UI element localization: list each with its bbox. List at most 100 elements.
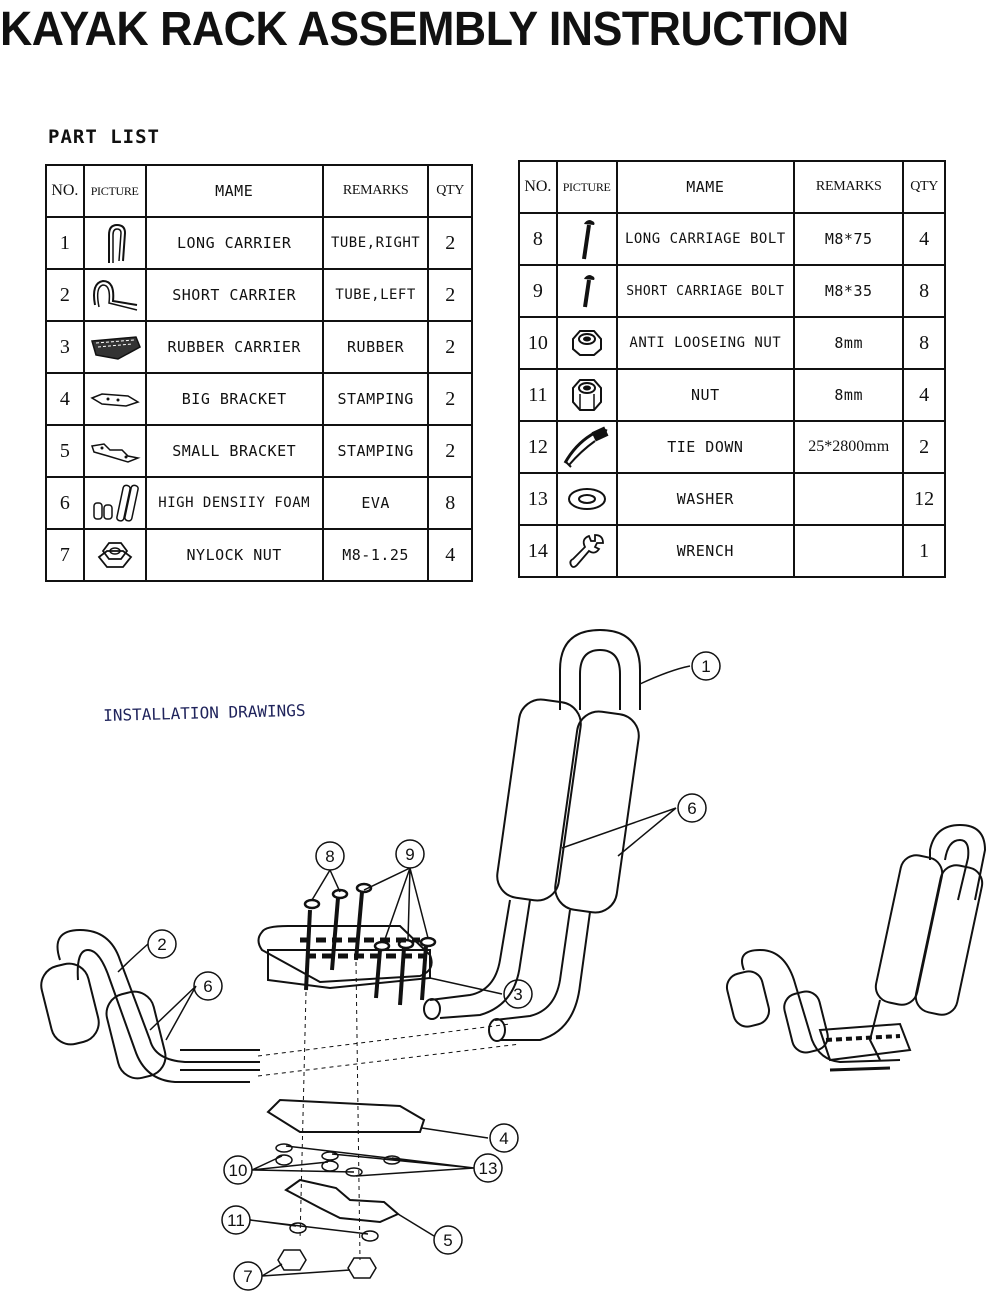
table-header-row: NO. PICTURE MAME REMARKS QTY [518,160,946,214]
long-bolt-icon [555,212,618,266]
part-remarks: M8-1.25 [321,528,430,582]
part-qty: 8 [427,476,473,530]
table-header-row: NO. PICTURE MAME REMARKS QTY [45,164,473,218]
part-number: 9 [518,264,558,318]
part-remarks: TUBE,RIGHT [321,216,430,270]
header-remarks: REMARKS [321,164,430,218]
header-qty: QTY [902,160,946,214]
callout-11: 11 [221,1205,369,1235]
header-no: NO. [45,164,85,218]
part-remarks: M8*35 [793,264,905,318]
big-bracket-icon [82,372,147,426]
table-row: 5 SMALL BRACKET STAMPING 2 [45,424,473,478]
header-qty: QTY [427,164,473,218]
part-name: TIE DOWN [615,420,796,474]
part-remarks: STAMPING [321,424,430,478]
table-row: 4 BIG BRACKET STAMPING 2 [45,372,473,426]
part-remarks: EVA [321,476,430,530]
part-remarks: M8*75 [793,212,905,266]
part-qty: 8 [902,264,946,318]
part-name: NUT [615,368,796,422]
part-number: 6 [45,476,85,530]
part-qty: 2 [902,420,946,474]
small-bracket-icon [82,424,147,478]
callout-1-text: 1 [701,657,710,676]
callout-6b-text: 6 [203,977,212,996]
callout-8-text: 8 [325,847,334,866]
part-qty: 1 [902,524,946,578]
short-carrier-icon [82,268,147,322]
part-number: 14 [518,524,558,578]
wrench-icon [555,524,618,578]
header-picture: PICTURE [555,160,618,214]
part-number: 7 [45,528,85,582]
page-title: KAYAK RACK ASSEMBLY INSTRUCTION [0,3,849,56]
part-qty: 2 [427,372,473,426]
table-row: 3 RUBBER CARRIER RUBBER 2 [45,320,473,374]
nut-icon [555,368,618,422]
part-name: SMALL BRACKET [144,424,324,478]
part-remarks: 25*2800mm [793,420,905,474]
part-qty: 2 [427,424,473,478]
table-row: 2 SHORT CARRIER TUBE,LEFT 2 [45,268,473,322]
callout-3-text: 3 [513,985,522,1004]
callouts: 1 6 2 6 8 9 3 4 10 13 5 11 7 [117,651,721,1291]
part-qty: 12 [902,472,946,526]
short-bolt-icon [555,264,618,318]
long-carrier-icon [82,216,147,270]
installation-drawing: 1 6 2 6 8 9 3 4 10 13 5 11 7 [40,628,987,1291]
part-name: RUBBER CARRIER [144,320,324,374]
part-name: SHORT CARRIAGE BOLT [615,264,796,318]
callout-3: 3 [429,977,533,1009]
callout-2: 2 [117,929,177,973]
callout-4-text: 4 [499,1129,508,1148]
part-name: NYLOCK NUT [144,528,324,582]
table-row: 9 SHORT CARRIAGE BOLT M8*35 8 [518,264,946,318]
parts-table-right: NO. PICTURE MAME REMARKS QTY 8 LONG CARR… [518,160,946,578]
callout-13-text: 13 [479,1159,498,1178]
table-row: 7 NYLOCK NUT M8-1.25 4 [45,528,473,582]
callout-11-text: 11 [227,1211,245,1230]
part-name: WRENCH [615,524,796,578]
rubber-carrier-drawing [257,925,433,990]
part-qty: 4 [427,528,473,582]
header-picture: PICTURE [82,164,147,218]
assembled-preview-drawing [725,823,987,1072]
part-number: 12 [518,420,558,474]
table-row: 1 LONG CARRIER TUBE,RIGHT 2 [45,216,473,270]
tie-down-icon [555,420,618,474]
header-no: NO. [518,160,558,214]
part-qty: 2 [427,320,473,374]
part-remarks: TUBE,LEFT [321,268,430,322]
table-row: 11 NUT 8mm 4 [518,368,946,422]
callout-1: 1 [639,651,721,685]
callout-6-text: 6 [687,799,696,818]
small-bracket-drawing [284,1178,400,1224]
big-bracket-drawing [266,1098,426,1133]
header-name: MAME [615,160,796,214]
header-name: MAME [144,164,324,218]
part-number: 13 [518,472,558,526]
part-list-heading: PART LIST [48,126,160,148]
table-row: 14 WRENCH 1 [518,524,946,578]
part-number: 1 [45,216,85,270]
part-name: ANTI LOOSEING NUT [615,316,796,370]
table-row: 13 WASHER 12 [518,472,946,526]
part-number: 10 [518,316,558,370]
parts-table-left: NO. PICTURE MAME REMARKS QTY 1 LONG CARR… [45,164,473,582]
callout-2-text: 2 [157,935,166,954]
table-row: 8 LONG CARRIAGE BOLT M8*75 4 [518,212,946,266]
callout-10: 10 [223,1155,355,1185]
part-remarks: RUBBER [321,320,430,374]
nuts-washers-drawing [275,1143,401,1279]
callout-9: 9 [363,839,429,943]
callout-4: 4 [421,1123,519,1153]
part-qty: 2 [427,216,473,270]
part-remarks [793,472,905,526]
part-remarks: 8mm [793,368,905,422]
rubber-carrier-icon [82,320,147,374]
part-remarks [793,524,905,578]
part-qty: 4 [902,212,946,266]
part-name: HIGH DENSIIY FOAM [144,476,324,530]
part-number: 4 [45,372,85,426]
